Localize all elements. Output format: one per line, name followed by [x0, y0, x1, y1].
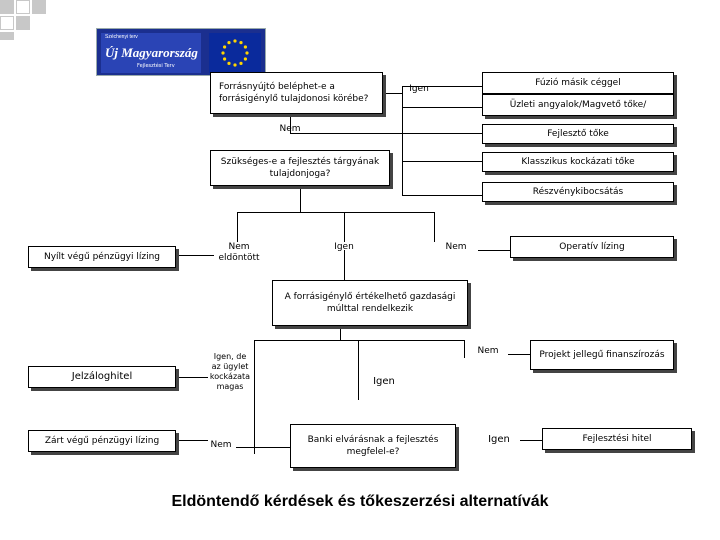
- label-igen-history: Igen: [373, 376, 395, 387]
- outcome-fuzio-text: Fúzió másik céggel: [535, 78, 621, 88]
- outcome-jelzalog-text: Jelzáloghitel: [71, 371, 133, 382]
- question-history-box: A forrásigénylő értékelhető gazdasági mú…: [272, 280, 468, 326]
- outcome-fejlesztesi-hitel-box: Fejlesztési hitel: [542, 428, 692, 450]
- outcome-operativ-lizing-text: Operatív lízing: [559, 242, 625, 252]
- outcome-jelzalog-box: Jelzáloghitel: [28, 366, 176, 388]
- outcome-nyilt-lizing-text: Nyílt végű pénzügyi lízing: [43, 252, 160, 262]
- question-history-text: A forrásigénylő értékelhető gazdasági mú…: [284, 292, 456, 314]
- outcome-klasszikus-text: Klasszikus kockázati tőke: [521, 157, 635, 167]
- label-igen-de-magas: Igen, de az ügylet kockázata magas: [209, 352, 251, 391]
- logo-sub-text: Fejlesztési Terv: [137, 63, 175, 69]
- outcome-fejlesztesi-hitel-text: Fejlesztési hitel: [582, 434, 652, 444]
- outcome-reszveny-box: Részvénykibocsátás: [482, 182, 674, 202]
- outcome-nyilt-lizing-box: Nyílt végű pénzügyi lízing: [28, 246, 176, 268]
- logo-left-panel: Széchenyi terv Új Magyarország Fejleszté…: [101, 33, 201, 73]
- outcome-zart-lizing-box: Zárt végű pénzügyi lízing: [28, 430, 176, 452]
- outcome-klasszikus-box: Klasszikus kockázati tőke: [482, 152, 674, 172]
- outcome-reszveny-text: Részvénykibocsátás: [532, 187, 624, 197]
- outcome-projekt-box: Projekt jellegű finanszírozás: [530, 340, 674, 370]
- outcome-fejleszto-toke-box: Fejlesztő tőke: [482, 124, 674, 144]
- label-nem-ownership: Nem: [279, 124, 301, 134]
- question-bank-text: Banki elvárásnak a fejlesztés megfelel-e…: [307, 435, 439, 457]
- corner-decoration: [0, 0, 60, 40]
- outcome-fuzio-box: Fúzió másik céggel: [482, 72, 674, 94]
- outcome-uzleti-angyal-box: Üzleti angyalok/Magvető tőke/: [482, 94, 674, 116]
- question-property-box: Szükséges-e a fejlesztés tárgyának tulaj…: [210, 150, 390, 186]
- label-igen-property: Igen: [334, 242, 354, 252]
- question-bank-box: Banki elvárásnak a fejlesztés megfelel-e…: [290, 424, 456, 468]
- outcome-projekt-text: Projekt jellegű finanszírozás: [539, 350, 665, 360]
- label-nem-property: Nem: [445, 242, 467, 252]
- outcome-zart-lizing-text: Zárt végű pénzügyi lízing: [44, 436, 160, 446]
- slide-title: Eldöntendő kérdések és tőkeszerzési alte…: [171, 493, 549, 510]
- label-nem-eldontott: Nem eldöntött: [218, 242, 260, 263]
- eu-flag-icon: [209, 33, 261, 73]
- label-igen-ownership: Igen: [409, 84, 429, 94]
- uj-magyarorszag-logo: Széchenyi terv Új Magyarország Fejleszté…: [96, 28, 266, 76]
- question-ownership-text: Forrásnyújtó beléphet-e a forrásigénylő …: [219, 82, 369, 104]
- label-nem-bank: Nem: [210, 440, 232, 450]
- outcome-uzleti-angyal-text: Üzleti angyalok/Magvető tőke/: [509, 100, 647, 110]
- question-property-text: Szükséges-e a fejlesztés tárgyának tulaj…: [220, 157, 380, 179]
- question-ownership-box: Forrásnyújtó beléphet-e a forrásigénylő …: [210, 72, 383, 114]
- outcome-fejleszto-toke-text: Fejlesztő tőke: [547, 129, 609, 139]
- label-nem-history: Nem: [477, 346, 499, 356]
- label-igen-bank: Igen: [488, 434, 510, 445]
- outcome-operativ-lizing-box: Operatív lízing: [510, 236, 674, 258]
- logo-tagline: Széchenyi terv: [105, 34, 138, 40]
- logo-main-text: Új Magyarország: [105, 45, 198, 60]
